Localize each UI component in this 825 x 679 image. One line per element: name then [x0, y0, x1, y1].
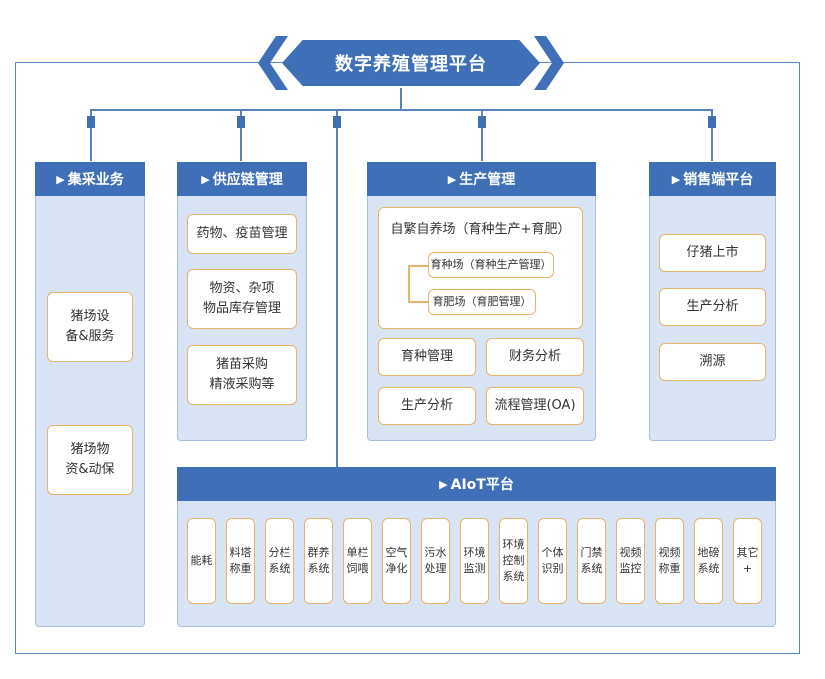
connector-cap [87, 116, 95, 128]
aiot-item[interactable]: 单栏 饲喂 [343, 518, 372, 604]
triangle-right-icon: ▶ [447, 172, 457, 186]
sales-header: ▶销售端平台 [649, 162, 776, 196]
chevron-left-icon [258, 36, 288, 90]
aiot-item[interactable]: 环境 控制 系统 [499, 518, 528, 604]
connector-cap [333, 116, 341, 128]
production-item[interactable]: 流程管理(OA) [486, 387, 584, 425]
sales-item[interactable]: 溯源 [659, 343, 766, 381]
triangle-right-icon: ▶ [56, 172, 65, 186]
aiot-item[interactable]: 视频 监控 [616, 518, 645, 604]
aiot-header: ▶AIoT平台 [177, 467, 776, 501]
connector-stem [400, 88, 402, 110]
aiot-item[interactable]: 分栏 系统 [265, 518, 294, 604]
triangle-right-icon: ▶ [671, 172, 681, 186]
connector-supply [240, 109, 242, 161]
collect-item[interactable]: 猪场物 资&动保 [47, 425, 133, 495]
aiot-item[interactable]: 污水 处理 [421, 518, 450, 604]
page-title: 数字养殖管理平台 [282, 40, 540, 86]
collect-panel [35, 162, 145, 627]
supply-header: ▶供应链管理 [177, 162, 307, 196]
connector-bar [90, 109, 713, 111]
supply-label: 供应链管理 [212, 172, 283, 188]
aiot-item[interactable]: 地磅 系统 [694, 518, 723, 604]
connector-cap [478, 116, 486, 128]
production-label: 生产管理 [459, 172, 516, 188]
triangle-right-icon: ▶ [439, 477, 448, 491]
production-item[interactable]: 生产分析 [378, 387, 476, 425]
aiot-item[interactable]: 门禁 系统 [577, 518, 606, 604]
production-header: ▶生产管理 [367, 162, 596, 196]
farm-title: 自繁自养场（育种生产+育肥） [390, 222, 571, 237]
triangle-right-icon: ▶ [201, 172, 210, 186]
connector-sales [711, 109, 713, 161]
connector-cap [708, 116, 716, 128]
sales-item[interactable]: 生产分析 [659, 288, 766, 326]
supply-item[interactable]: 物资、杂项 物品库存管理 [187, 269, 297, 329]
connector-collect [90, 109, 92, 161]
tree-line [408, 301, 428, 303]
sub-farm-item[interactable]: 育肥场（育肥管理） [428, 289, 536, 315]
collect-item[interactable]: 猪场设 备&服务 [47, 292, 133, 362]
aiot-item[interactable]: 个体 识别 [538, 518, 567, 604]
aiot-item[interactable]: 料塔 称重 [226, 518, 255, 604]
aiot-label: AIoT平台 [450, 477, 514, 493]
sales-item[interactable]: 仔猪上市 [659, 234, 766, 272]
collect-label: 集采业务 [67, 172, 124, 188]
sales-label: 销售端平台 [683, 172, 754, 188]
production-item[interactable]: 财务分析 [486, 338, 584, 376]
title-banner: 数字养殖管理平台 [258, 36, 564, 90]
connector-cap [237, 116, 245, 128]
aiot-item[interactable]: 视频 称重 [655, 518, 684, 604]
connector-aiot [336, 109, 338, 467]
aiot-item[interactable]: 空气 净化 [382, 518, 411, 604]
sub-farm-item[interactable]: 育种场（育种生产管理） [428, 252, 554, 278]
aiot-item[interactable]: 环境 监测 [460, 518, 489, 604]
tree-line [408, 265, 410, 303]
supply-item[interactable]: 猪苗采购 精液采购等 [187, 345, 297, 405]
connector-production [481, 109, 483, 161]
chevron-right-icon [534, 36, 564, 90]
production-item[interactable]: 育种管理 [378, 338, 476, 376]
aiot-item[interactable]: 其它 + [733, 518, 762, 604]
aiot-item[interactable]: 群养 系统 [304, 518, 333, 604]
aiot-item[interactable]: 能耗 [187, 518, 216, 604]
supply-item[interactable]: 药物、疫苗管理 [187, 214, 297, 254]
tree-line [408, 265, 428, 267]
collect-header: ▶集采业务 [35, 162, 145, 196]
